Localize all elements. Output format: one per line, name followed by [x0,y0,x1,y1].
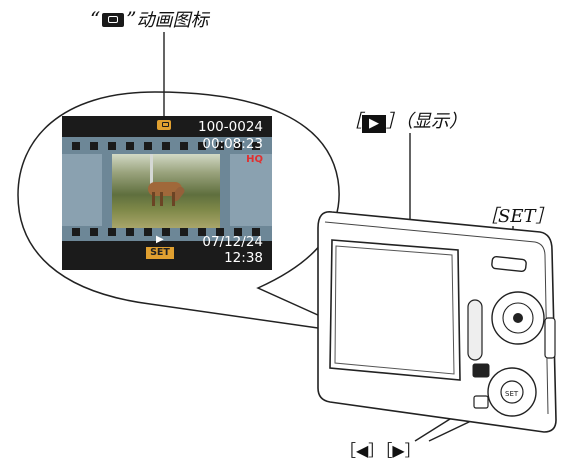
camera-lcd [329,239,461,381]
record-date: 07/12/24 [202,234,263,250]
play-button [472,363,490,378]
open-quote: “ [90,7,101,31]
record-time: 12:38 [224,250,263,266]
movie-icon [157,120,171,130]
film-strip [62,137,272,241]
set-button [500,380,524,404]
shutter-button [491,255,527,273]
right-arrow-key: ［▶］ [384,441,421,460]
camera-body: SET [317,211,557,433]
play-indicator: ▶ [156,234,164,245]
arrow-keys-callout: ［◀］［▶］ [340,437,421,461]
folder-file-number: 100-0024 [198,119,263,135]
left-arrow-key: ［◀］ [340,441,385,460]
play-key-icon: ▶ [362,115,386,133]
movie-icon [102,13,125,27]
play-button-callout: ［▶］（显示） [344,107,467,133]
movie-icon-caption: 动画图标 [136,10,209,31]
movie-icon-callout: “ ”动画图标 [90,6,208,32]
play-caption: ］（显示） [386,111,467,132]
set-badge: SET [146,247,174,259]
play-open-bracket: ［ [344,111,362,132]
set-button-callout: ［SET］ [480,206,554,227]
deer-photo [112,154,220,228]
close-quote: ” [126,7,137,31]
svg-text:SET: SET [505,390,519,398]
movie-duration: 00:08:23 [202,136,263,152]
quality-badge: HQ [246,154,263,165]
playback-screen: 100-0024 00:08:23 HQ ▶ SET 07/12/24 12:3… [62,116,272,270]
